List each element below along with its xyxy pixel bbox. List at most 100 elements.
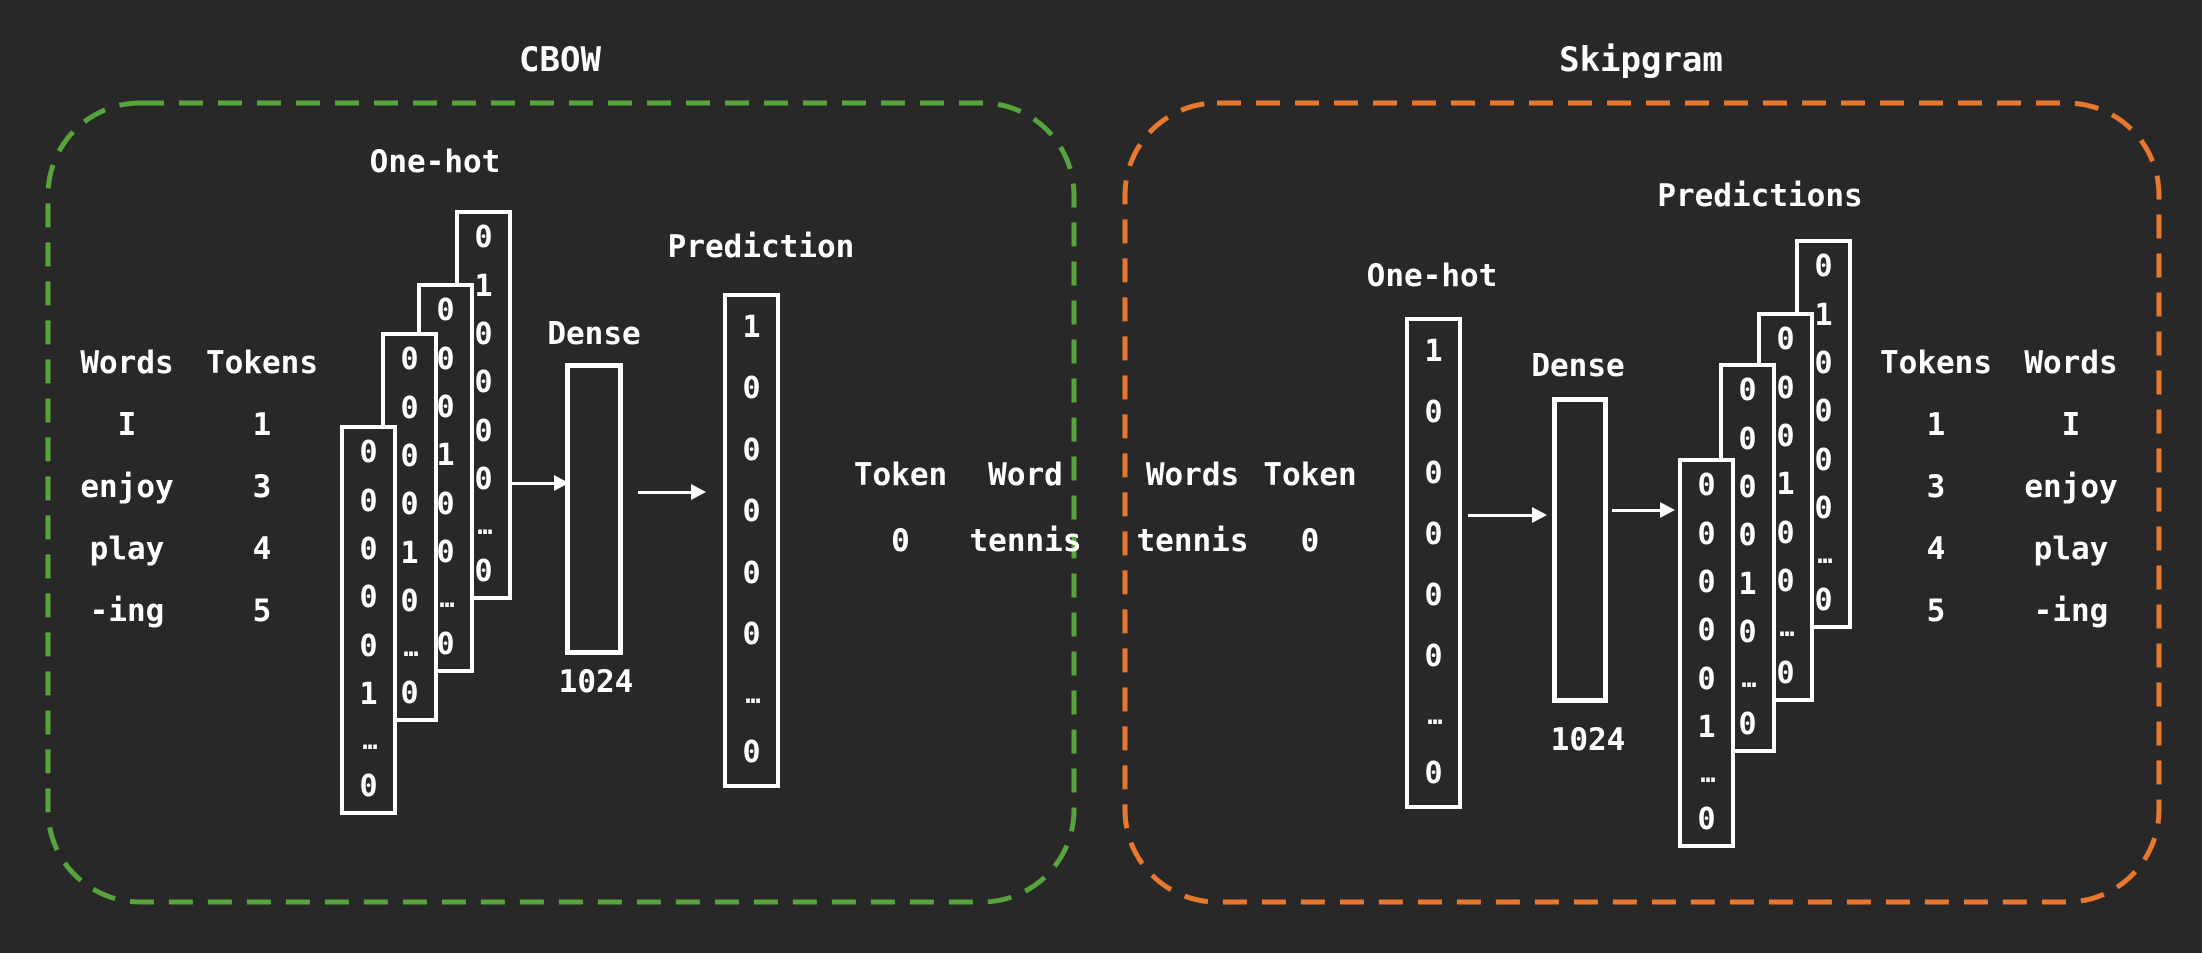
cbow-dense-layer [565, 363, 623, 655]
vector-cell: 0 [474, 413, 493, 449]
table-header: Words [80, 345, 174, 381]
table-cell: I [2061, 407, 2081, 443]
cbow-dense-to-prediction-arrow [638, 484, 706, 500]
table-cell: 0 [891, 523, 910, 559]
table-header: Word [988, 457, 1063, 493]
skipgram-dashed-outline [1122, 100, 2162, 905]
vector-cell: 0 [359, 628, 378, 664]
table-header: Tokens [1880, 345, 1992, 381]
skipgram-title: Skipgram [1559, 40, 1723, 80]
vector-cell: 0 [1424, 516, 1443, 552]
vector-cell: 0 [359, 483, 378, 519]
vector-cell: 0 [1424, 455, 1443, 491]
vector-cell: 1 [474, 268, 493, 304]
vector-cell: 0 [1776, 322, 1795, 358]
vector-cell: 0 [742, 432, 761, 468]
vector-cell: 0 [1814, 442, 1833, 478]
vector-cell: 0 [474, 220, 493, 256]
vector-cell: 0 [1738, 615, 1757, 651]
table-header: Words [1145, 457, 1240, 493]
vector-cell: 0 [1738, 518, 1757, 554]
table-cell: play [89, 531, 165, 567]
table-header: Tokens [206, 345, 318, 381]
vector-cell: 0 [359, 531, 378, 567]
table-header: Words [2024, 345, 2118, 381]
table-cell: 5 [1926, 593, 1946, 629]
vector-cell: 0 [400, 390, 419, 426]
vector-cell: 0 [742, 735, 761, 771]
skipgram-predictions-label: Predictions [1657, 178, 1863, 214]
vector-cell: 0 [1814, 582, 1833, 618]
vector-cell: 0 [1697, 516, 1716, 552]
vector-cell: 1 [400, 535, 419, 571]
vector-cell: 0 [474, 553, 493, 589]
cbow-title: CBOW [519, 40, 601, 80]
table-cell: 0 [1300, 523, 1320, 559]
vector-cell: 0 [742, 371, 761, 407]
vector-cell: 0 [1738, 469, 1757, 505]
vector-cell: 0 [400, 438, 419, 474]
vector-cell: 0 [1424, 578, 1443, 614]
vector-cell: 0 [359, 580, 378, 616]
cbow-dense-units: 1024 [558, 664, 634, 700]
vector-cell: 1 [1814, 297, 1833, 333]
table-cell: I [117, 407, 137, 443]
table-cell: 5 [252, 593, 272, 629]
vector-cell: 0 [436, 486, 455, 522]
skipgram-dense-units: 1024 [1550, 722, 1626, 758]
vector-cell: 1 [742, 309, 761, 345]
vector-cell: 1 [436, 438, 455, 474]
table-cell: 4 [252, 531, 272, 567]
skipgram-panel-border [1122, 100, 2162, 905]
vector-cell: 1 [1697, 710, 1716, 746]
vector-cell: 0 [1697, 801, 1716, 837]
vector-cell: 0 [1424, 639, 1443, 675]
vector-cell: 0 [400, 675, 419, 711]
cbow-onehot-label: One-hot [369, 144, 501, 180]
vector-cell: 0 [1738, 373, 1757, 409]
vector-cell: 0 [436, 341, 455, 377]
vector-cell: 0 [1424, 756, 1443, 792]
vector-cell: … [1779, 613, 1794, 643]
vector-cell: 0 [1776, 655, 1795, 691]
vector-cell: 0 [1814, 249, 1833, 285]
vector-cell: 0 [1776, 564, 1795, 600]
vector-cell: … [745, 679, 760, 709]
cbow-dashed-outline [45, 100, 1077, 905]
table-cell: 1 [252, 407, 272, 443]
vector-cell: 0 [474, 365, 493, 401]
vector-cell: 0 [1697, 468, 1716, 504]
vector-cell: 0 [1738, 706, 1757, 742]
vector-cell: 0 [474, 316, 493, 352]
table-cell: 3 [252, 469, 272, 505]
table-cell: 4 [1926, 531, 1946, 567]
vector-cell: 0 [436, 293, 455, 329]
table-cell: enjoy [80, 469, 174, 505]
vector-cell: 0 [1776, 418, 1795, 454]
vector-cell: 0 [742, 617, 761, 653]
table-cell: 1 [1926, 407, 1946, 443]
vector-cell: 0 [474, 462, 493, 498]
table-cell: tennis [969, 523, 1082, 559]
vector-cell: … [477, 511, 492, 541]
cbow-panel-border [45, 100, 1077, 905]
vector-cell: … [403, 633, 418, 663]
vector-cell: 0 [359, 768, 378, 804]
vector-cell: 0 [400, 342, 419, 378]
vector-cell: 1 [359, 677, 378, 713]
table-header: Token [1263, 457, 1357, 493]
vector-cell: … [362, 726, 377, 756]
vector-cell: … [439, 584, 454, 614]
vector-cell: … [1817, 540, 1832, 570]
skipgram-onehot-label: One-hot [1366, 258, 1498, 294]
table-header: Token [853, 457, 948, 493]
vector-cell: … [1741, 664, 1756, 694]
